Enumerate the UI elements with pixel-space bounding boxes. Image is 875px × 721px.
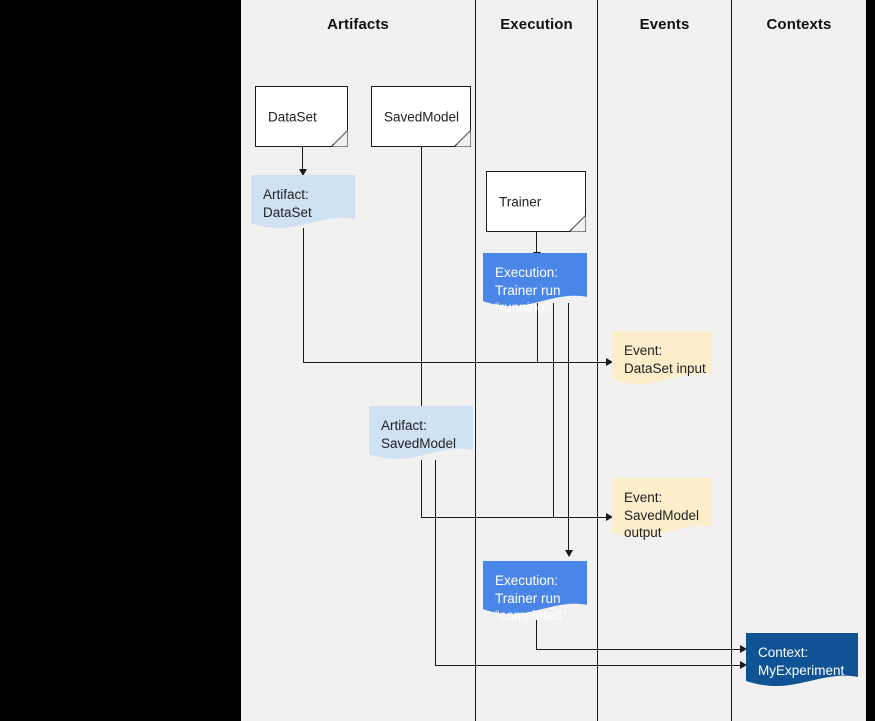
edge-artifact-savedmodel-to-context-horizontal	[435, 665, 744, 666]
wavy-shape	[251, 175, 355, 229]
column-divider-execution-events	[597, 0, 598, 721]
node-artifact-savedmodel[interactable]: Artifact: SavedModel	[369, 406, 473, 462]
edge-execution-running-to-execution-completed-arrowhead	[565, 550, 573, 557]
edge-artifact-savedmodel-to-event-vertical	[421, 460, 422, 517]
wavy-shape	[746, 633, 858, 687]
node-context-myexperiment-label: Context: MyExperiment	[758, 645, 845, 678]
node-event-dataset-input-label: Event: DataSet input	[624, 343, 706, 376]
column-divider-artifacts-execution	[475, 0, 476, 721]
wavy-shape	[369, 406, 473, 460]
edge-execution-running-to-event-dataset-input	[537, 303, 538, 362]
node-savedmodel-document[interactable]: SavedModel	[371, 86, 471, 147]
wavy-shape	[612, 478, 712, 538]
edge-execution-completed-to-context-horizontal	[536, 649, 744, 650]
column-header-contexts: Contexts	[766, 16, 832, 33]
node-event-savedmodel-output[interactable]: Event: SavedModel output	[612, 478, 712, 540]
document-fold-icon	[569, 215, 586, 232]
node-execution-running-label: Execution: Trainer run “running”	[495, 265, 561, 315]
edge-execution-running-to-event-savedmodel-output	[553, 303, 554, 517]
document-fold-icon	[454, 130, 471, 147]
node-context-myexperiment[interactable]: Context: MyExperiment	[746, 633, 858, 689]
node-event-savedmodel-output-label: Event: SavedModel output	[624, 490, 700, 540]
wavy-shape	[483, 253, 587, 307]
column-header-execution: Execution	[500, 16, 573, 33]
column-header-events: Events	[639, 16, 690, 33]
edge-dataset-doc-to-artifact	[302, 147, 303, 172]
node-dataset-document[interactable]: DataSet	[255, 86, 348, 147]
node-savedmodel-document-label: SavedModel	[384, 109, 460, 124]
edge-artifact-dataset-to-event-arrowhead	[606, 358, 613, 366]
node-trainer-document-label: Trainer	[499, 194, 542, 209]
edge-trainer-doc-to-execution-running	[536, 232, 537, 255]
edge-artifact-dataset-to-event-horizontal	[303, 362, 610, 363]
edge-artifact-savedmodel-to-event-horizontal	[421, 517, 610, 518]
document-fold-icon	[331, 130, 348, 147]
node-dataset-document-label: DataSet	[268, 109, 317, 124]
node-artifact-dataset[interactable]: Artifact: DataSet	[251, 175, 355, 231]
diagram-frame: Artifacts Execution Events Contexts	[241, 0, 866, 721]
node-artifact-dataset-label: Artifact: DataSet	[263, 187, 312, 220]
edge-dataset-doc-to-artifact-arrowhead	[299, 169, 307, 176]
edge-artifact-dataset-to-event-vertical	[303, 228, 304, 362]
edge-execution-running-to-execution-completed	[568, 303, 569, 553]
edge-artifact-savedmodel-to-context-arrowhead	[740, 661, 747, 669]
node-artifact-savedmodel-label: Artifact: SavedModel	[381, 418, 457, 451]
wavy-shape	[612, 331, 712, 385]
edge-artifact-savedmodel-to-context-vertical	[435, 460, 436, 665]
column-header-artifacts: Artifacts	[327, 16, 389, 33]
wavy-shape	[483, 561, 587, 615]
node-event-dataset-input[interactable]: Event: DataSet input	[612, 331, 712, 387]
edge-execution-completed-to-context-arrowhead	[740, 645, 747, 653]
node-trainer-document[interactable]: Trainer	[486, 171, 586, 232]
edge-savedmodel-doc-to-artifact	[421, 147, 422, 412]
node-execution-completed[interactable]: Execution: Trainer run “completed”	[483, 561, 587, 623]
column-divider-events-contexts	[731, 0, 732, 721]
node-execution-running[interactable]: Execution: Trainer run “running”	[483, 253, 587, 315]
edge-artifact-savedmodel-to-event-arrowhead	[606, 513, 613, 521]
node-execution-completed-label: Execution: Trainer run “completed”	[495, 573, 567, 623]
edge-execution-completed-to-context-vertical	[536, 620, 537, 649]
